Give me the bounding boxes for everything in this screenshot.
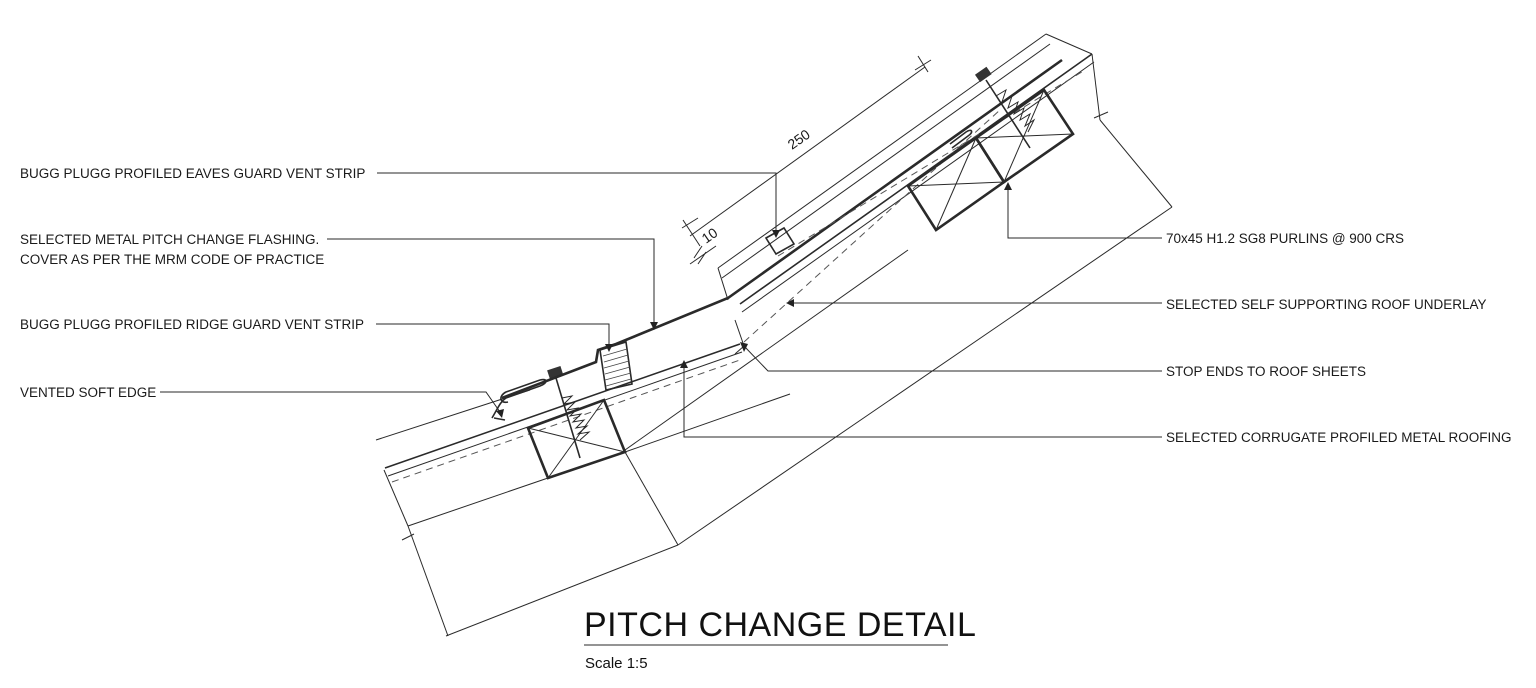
label-soft-edge: VENTED SOFT EDGE xyxy=(20,385,156,400)
label-purlins: 70x45 H1.2 SG8 PURLINS @ 900 CRS xyxy=(1166,231,1404,246)
label-flashing-line2: COVER AS PER THE MRM CODE OF PRACTICE xyxy=(20,252,324,267)
label-stop-ends: STOP ENDS TO ROOF SHEETS xyxy=(1166,364,1366,379)
label-eaves-vent-strip: BUGG PLUGG PROFILED EAVES GUARD VENT STR… xyxy=(20,166,365,181)
lower-roof-slope xyxy=(375,206,1173,637)
dimension-250 xyxy=(681,55,932,247)
dimension-10 xyxy=(689,245,717,265)
upper-roof-slope xyxy=(624,33,1173,451)
label-ridge-vent-strip: BUGG PLUGG PROFILED RIDGE GUARD VENT STR… xyxy=(20,317,364,332)
label-underlay: SELECTED SELF SUPPORTING ROOF UNDERLAY xyxy=(1166,297,1487,312)
upper-fixing-screw xyxy=(974,66,1036,149)
lower-purlin xyxy=(526,398,627,480)
scale-text: Scale 1:5 xyxy=(585,655,648,672)
label-roofing: SELECTED CORRUGATE PROFILED METAL ROOFIN… xyxy=(1166,430,1512,445)
stop-end xyxy=(734,319,745,355)
label-flashing-line1: SELECTED METAL PITCH CHANGE FLASHING. xyxy=(20,232,319,247)
dimension-250-text: 250 xyxy=(785,126,813,153)
page-title: PITCH CHANGE DETAIL xyxy=(584,606,976,644)
upper-purlin-2 xyxy=(974,88,1075,184)
leaders xyxy=(160,172,1162,438)
